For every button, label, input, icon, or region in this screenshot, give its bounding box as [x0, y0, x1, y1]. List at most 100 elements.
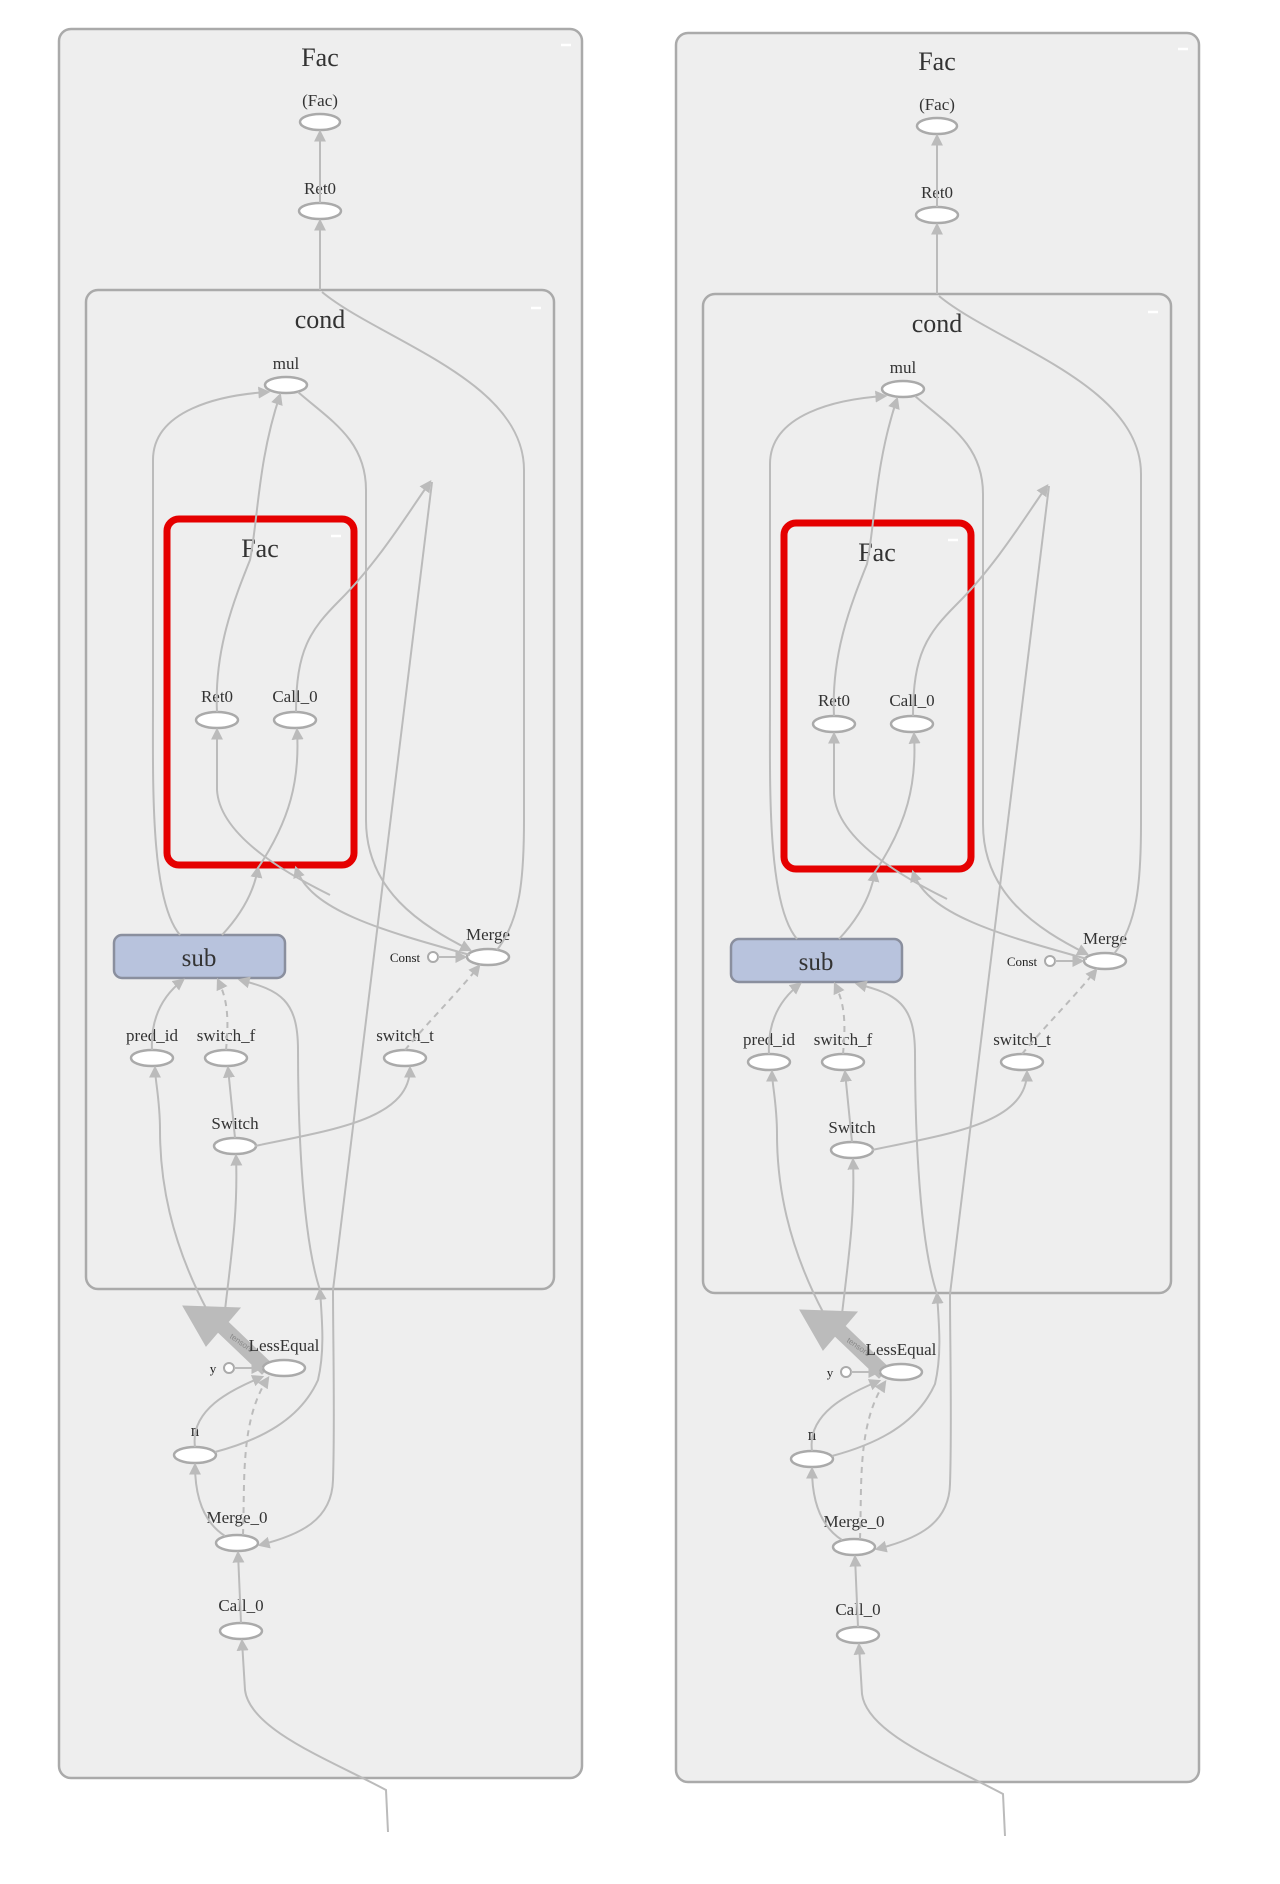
edge-predid-from-less [766, 1069, 825, 1315]
edge-merge0-to-cond [874, 1293, 952, 1553]
cond-group-title: cond [295, 305, 346, 334]
switch-t-node[interactable] [999, 1052, 1045, 1072]
edge-predid-to-sub [767, 982, 802, 1055]
sub-label: sub [182, 945, 217, 972]
const-label: Const [390, 950, 421, 965]
const-node[interactable] [1044, 955, 1056, 967]
merge-node[interactable] [465, 947, 511, 967]
call0-node[interactable] [835, 1625, 881, 1645]
edge-switcht-to-merge [1021, 968, 1098, 1055]
call0-node[interactable] [218, 1621, 264, 1641]
fac-group-title: Fac [301, 43, 339, 72]
edge-outer-to-call0 [332, 481, 433, 1291]
edge-call0-to-merge0 [232, 1550, 245, 1624]
edge-merge0-to-n [189, 1462, 226, 1537]
edge-call0-upward [295, 480, 432, 713]
switch-t-label: switch_t [993, 1030, 1051, 1049]
edge-merge0-to-lessequal [859, 1380, 887, 1540]
switch-f-node[interactable] [820, 1052, 866, 1072]
y-node[interactable] [223, 1362, 235, 1374]
inner-call0-node[interactable] [889, 714, 935, 734]
switch-t-node[interactable] [382, 1048, 428, 1068]
graph-panel-right: Fac (Fac) Ret0 cond mul Fac Ret0 Call_0 … [674, 31, 1201, 1837]
mul-label: mul [273, 354, 300, 373]
edge-merge-to-fac [910, 869, 1088, 960]
lessequal-label: LessEqual [866, 1340, 937, 1359]
edge-n-to-sub [831, 1291, 944, 1457]
switch-label: Switch [211, 1114, 259, 1133]
edge-predid-from-less [149, 1065, 208, 1311]
edge-switch-to-switchf [839, 1069, 853, 1143]
sub-node[interactable] [112, 933, 287, 980]
edge-ret0-to-mul [215, 392, 283, 713]
edge-sub-to-mul [151, 386, 271, 936]
edge-sub-to-mul [768, 390, 888, 940]
edge-mul-to-merge [297, 391, 473, 952]
const-node[interactable] [427, 951, 439, 963]
pred-id-node[interactable] [129, 1048, 175, 1068]
edge-sub-to-fac [838, 869, 880, 940]
edge-ret0-to-mul [832, 396, 900, 717]
merge-node[interactable] [1082, 951, 1128, 971]
switch-node[interactable] [212, 1136, 258, 1156]
edge-fac-call0-in [874, 731, 921, 873]
fac-output-node[interactable] [298, 112, 342, 132]
cond-group-title: cond [912, 309, 963, 338]
lessequal-node[interactable] [878, 1362, 924, 1382]
edge-call0-upward [912, 484, 1049, 717]
merge-label: Merge [466, 925, 510, 944]
inner-ret0-node[interactable] [194, 710, 240, 730]
mul-node[interactable] [880, 379, 926, 399]
edge-call0-to-merge0 [849, 1554, 862, 1628]
inner-ret0-node[interactable] [811, 714, 857, 734]
mul-label: mul [890, 358, 917, 377]
switch-t-label: switch_t [376, 1026, 434, 1045]
inner-call0-node[interactable] [272, 710, 318, 730]
merge0-node[interactable] [831, 1537, 877, 1557]
sub-node[interactable] [729, 937, 904, 984]
y-node[interactable] [840, 1366, 852, 1378]
edge-merge-to-cond [321, 291, 525, 951]
inner-call0-label: Call_0 [889, 691, 934, 710]
edge-outer-to-sub [237, 976, 321, 1291]
edge-merge-to-fac [293, 865, 471, 956]
edge-switch-to-switcht [254, 1065, 416, 1147]
merge-label: Merge [1083, 929, 1127, 948]
n-node[interactable] [789, 1449, 835, 1469]
edge-merge0-to-cond [257, 1289, 335, 1549]
edge-switch-to-switchf [222, 1065, 236, 1139]
inner-fac-title: Fac [241, 534, 279, 563]
switch-f-node[interactable] [203, 1048, 249, 1068]
n-node[interactable] [172, 1445, 218, 1465]
edge-switch-from-less [224, 1153, 243, 1311]
edge-switchf-to-sub [833, 981, 846, 1055]
edge-mul-to-merge [914, 395, 1090, 956]
edge-n-to-sub [214, 1287, 327, 1453]
inner-call0-label: Call_0 [272, 687, 317, 706]
merge0-label: Merge_0 [206, 1508, 267, 1527]
merge0-node[interactable] [214, 1533, 260, 1553]
edge-sub-to-fac [221, 865, 263, 936]
lessequal-node[interactable] [261, 1358, 307, 1378]
edge-outer-to-call0 [949, 485, 1050, 1295]
switch-label: Switch [828, 1118, 876, 1137]
ret0-node[interactable] [914, 205, 960, 225]
switch-node[interactable] [829, 1140, 875, 1160]
mul-node[interactable] [263, 375, 309, 395]
lessequal-label: LessEqual [249, 1336, 320, 1355]
edge-outer-to-sub [854, 980, 938, 1295]
inner-fac-title: Fac [858, 538, 896, 567]
pred-id-node[interactable] [746, 1052, 792, 1072]
edge-predid-to-sub [150, 978, 185, 1051]
ret0-node[interactable] [297, 201, 343, 221]
graph-panel-left: Fac (Fac) Ret0 cond mul Fac Ret0 Call_0 … [57, 27, 584, 1833]
edge-switchf-to-sub [216, 977, 229, 1051]
edge-switch-from-less [841, 1157, 860, 1315]
edge-switch-to-switcht [871, 1069, 1033, 1151]
edge-input-to-call0 [236, 1638, 389, 1833]
edge-n-to-lessequal [193, 1375, 265, 1448]
edge-merge0-to-n [806, 1466, 843, 1541]
merge0-label: Merge_0 [823, 1512, 884, 1531]
fac-output-node[interactable] [915, 116, 959, 136]
